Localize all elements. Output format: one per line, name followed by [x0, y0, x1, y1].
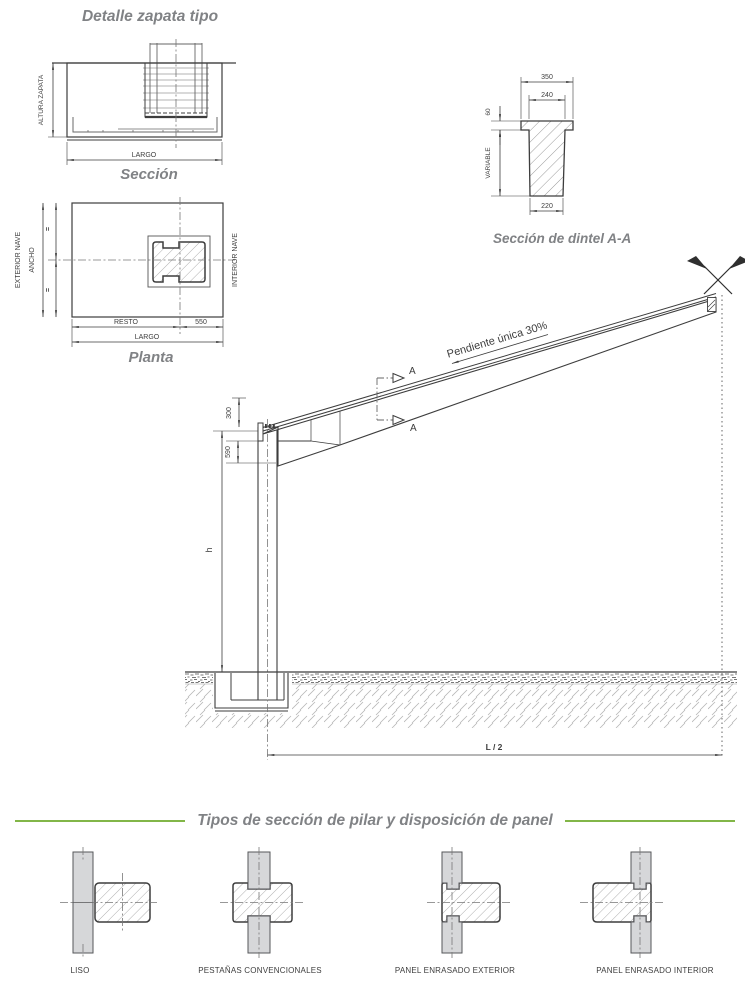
pillar-type-enrasado-int-drawing: [580, 847, 663, 958]
dim-550: 550: [195, 319, 207, 326]
dim-ancho: ANCHO: [29, 247, 36, 273]
dim-300: 300: [226, 407, 233, 419]
label-interior-nave: INTERIOR NAVE: [232, 233, 239, 287]
section-letter-bottom: A: [410, 423, 417, 434]
plan-centerlines: [48, 197, 235, 334]
dim-350: 350: [541, 74, 553, 81]
centerlines: [60, 847, 157, 958]
dim-240: 240: [541, 92, 553, 99]
plan-pocket: [147, 235, 211, 288]
centerlines: [427, 847, 512, 958]
dim-220: 220: [541, 203, 553, 210]
lintel-section-drawing: 350 240 60 VARIABLE 220: [485, 74, 574, 215]
frame-dimensions: 300 590 h L / 2: [204, 397, 723, 757]
lintel-dimensions: 350 240 60 VARIABLE 220: [485, 74, 574, 215]
dim-variable: VARIABLE: [485, 147, 492, 179]
dim-l2: L / 2: [486, 742, 503, 752]
pillar-section-title: Tipos de sección de pilar y disposición …: [197, 812, 553, 829]
dim-largo-seccion: LARGO: [132, 152, 157, 159]
pillar-type-liso-drawing: [60, 847, 157, 958]
footing-dimensions: ALTURA ZAPATA LARGO: [38, 62, 223, 165]
dim-590: 590: [225, 446, 232, 458]
pillar-type-label-liso: LISO: [70, 966, 90, 975]
wall-panel-top: [441, 851, 463, 890]
centerlines: [220, 847, 304, 958]
centerlines: [580, 847, 663, 958]
green-rule-right: [564, 820, 736, 822]
frame-column: [257, 422, 278, 700]
section-arrow-top: [392, 372, 406, 384]
dim-resto: RESTO: [114, 319, 139, 326]
dim-largo-planta: LARGO: [135, 334, 160, 341]
wall-panel-top: [247, 851, 271, 890]
label-seccion: Sección: [120, 166, 178, 183]
pillar-type-pestanas-drawing: [220, 847, 304, 958]
plan-pillar-section: [152, 241, 206, 283]
plan-footing-outline: [71, 202, 224, 318]
pillar-type-label-enrasado-ext: PANEL ENRASADO EXTERIOR: [394, 966, 516, 975]
dim-60: 60: [485, 108, 492, 116]
pillar-type-enrasado-ext-drawing: [427, 847, 512, 958]
section-cut-aa: A A: [376, 366, 417, 434]
label-exterior-nave: EXTERIOR NAVE: [15, 232, 22, 289]
pillar-type-label-pestanas: PESTAÑAS CONVENCIONALES: [198, 966, 322, 975]
ground: [185, 671, 737, 728]
pillar-section-titlebar: Tipos de sección de pilar y disposición …: [15, 812, 736, 830]
title-detalle-zapata: Detalle zapata tipo: [81, 8, 219, 25]
footing-outline: [52, 62, 236, 141]
label-seccion-dintel: Sección de dintel A-A: [493, 231, 632, 246]
wall-panel-top: [630, 851, 652, 890]
footing-plan-drawing: ANCHO = = EXTERIOR NAVE INTERIOR NAVE RE…: [15, 197, 239, 347]
plan-dimensions: ANCHO = = EXTERIOR NAVE INTERIOR NAVE RE…: [15, 202, 239, 347]
section-arrow-bottom: [392, 414, 406, 426]
section-letter-top: A: [409, 366, 416, 377]
dim-eq-bottom: =: [45, 288, 52, 292]
label-planta: Planta: [128, 349, 174, 366]
wall-panel-bottom: [630, 915, 652, 954]
lintel-shape: [520, 120, 574, 197]
dim-eq-top: =: [45, 227, 52, 231]
frame-section-drawing: Pendiente única 30% A A 300 590 h L / 2: [185, 256, 745, 760]
dim-altura-zapata: ALTURA ZAPATA: [38, 74, 45, 125]
frame-rafter: [262, 293, 717, 467]
dim-h: h: [204, 547, 214, 552]
green-rule-left: [15, 820, 186, 822]
footing-section-drawing: ALTURA ZAPATA LARGO: [38, 39, 236, 165]
ridge-axis-symbol: [687, 256, 745, 758]
pillar-type-label-enrasado-int: PANEL ENRASADO INTERIOR: [596, 966, 714, 975]
